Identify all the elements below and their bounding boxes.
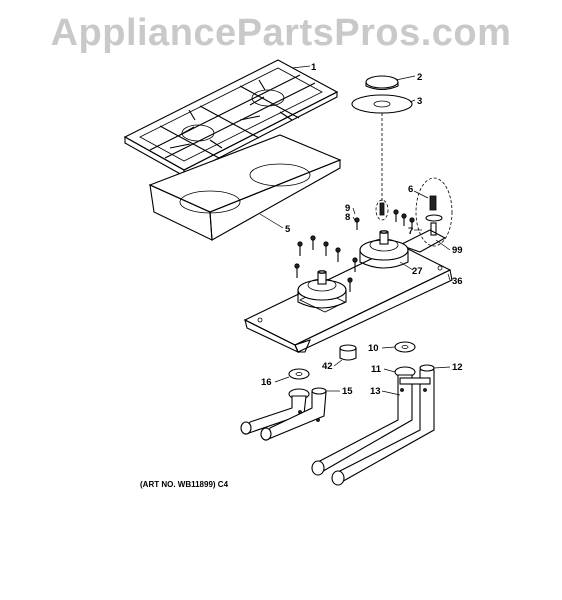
callout-10: 10: [368, 343, 379, 354]
orifice-part[interactable]: [375, 199, 389, 221]
callout-27: 27: [412, 266, 423, 277]
callout-5: 5: [285, 224, 291, 235]
callout-7: 7: [408, 226, 413, 237]
screws-part[interactable]: [294, 209, 415, 292]
callout-99: 99: [452, 245, 463, 256]
callout-16: 16: [261, 377, 272, 388]
right-burner-tubes-part[interactable]: [311, 341, 435, 486]
callout-42: 42: [322, 361, 333, 372]
left-burner-part[interactable]: [297, 270, 347, 313]
callout-2: 2: [417, 72, 422, 83]
callout-15: 15: [342, 386, 353, 397]
grate-part[interactable]: [123, 59, 339, 177]
callout-1: 1: [311, 62, 317, 73]
callout-13: 13: [370, 386, 381, 397]
callout-8: 8: [345, 212, 350, 223]
leader-lines: [259, 65, 451, 396]
burner-box-part[interactable]: [243, 229, 453, 354]
igniter-assembly-part[interactable]: [415, 177, 453, 247]
callout-12: 12: [452, 362, 463, 373]
adapter-part[interactable]: [339, 344, 357, 361]
callout-6: 6: [408, 184, 413, 195]
watermark-text: AppliancePartsPros.com: [50, 12, 512, 54]
right-burner-part[interactable]: [359, 230, 409, 269]
burner-head-part[interactable]: [351, 94, 413, 114]
callout-9: 9: [345, 203, 350, 214]
callout-3: 3: [417, 96, 422, 107]
drip-pan-part[interactable]: [148, 134, 342, 241]
burner-cap-part[interactable]: [365, 75, 399, 91]
left-burner-tubes-part[interactable]: [240, 368, 327, 441]
callout-36: 36: [452, 276, 463, 287]
callout-11: 11: [371, 364, 382, 375]
art-number-label: (ART NO. WB11899) C4: [140, 480, 229, 489]
